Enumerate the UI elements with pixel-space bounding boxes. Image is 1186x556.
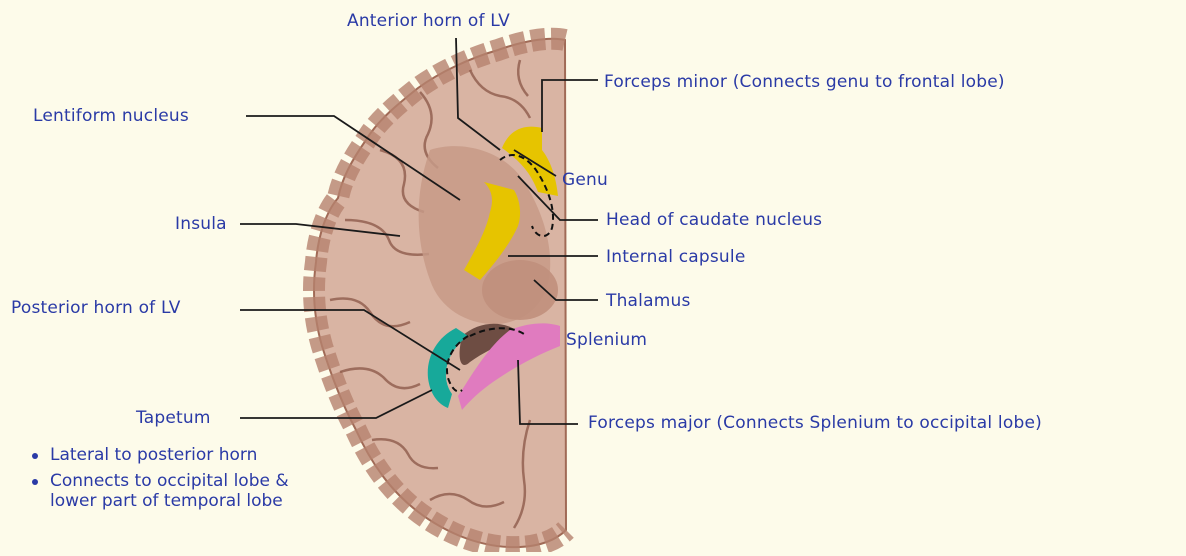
label-insula: Insula <box>175 214 227 234</box>
note-item: Connects to occipital lobe & lower part … <box>28 471 289 511</box>
label-tapetum: Tapetum <box>136 408 211 428</box>
label-internal-capsule: Internal capsule <box>606 247 746 267</box>
brain-specimen <box>314 39 566 547</box>
note-line: Lateral to posterior horn <box>50 445 257 465</box>
label-forceps-major: Forceps major (Connects Splenium to occi… <box>588 413 1042 433</box>
note-item: Lateral to posterior horn <box>28 445 289 465</box>
label-splenium: Splenium <box>566 330 647 350</box>
label-thalamus: Thalamus <box>606 291 691 311</box>
label-posterior-horn: Posterior horn of LV <box>11 298 181 318</box>
label-head-caudate: Head of caudate nucleus <box>606 210 822 230</box>
label-genu: Genu <box>562 170 608 190</box>
thalamus-region <box>482 260 558 320</box>
tapetum-notes: Lateral to posterior horn Connects to oc… <box>28 445 289 517</box>
note-line: Connects to occipital lobe & <box>50 471 289 491</box>
note-line: lower part of temporal lobe <box>50 491 289 511</box>
label-forceps-minor: Forceps minor (Connects genu to frontal … <box>604 72 1005 92</box>
label-anterior-horn: Anterior horn of LV <box>347 11 510 31</box>
label-lentiform-nucleus: Lentiform nucleus <box>33 106 189 126</box>
